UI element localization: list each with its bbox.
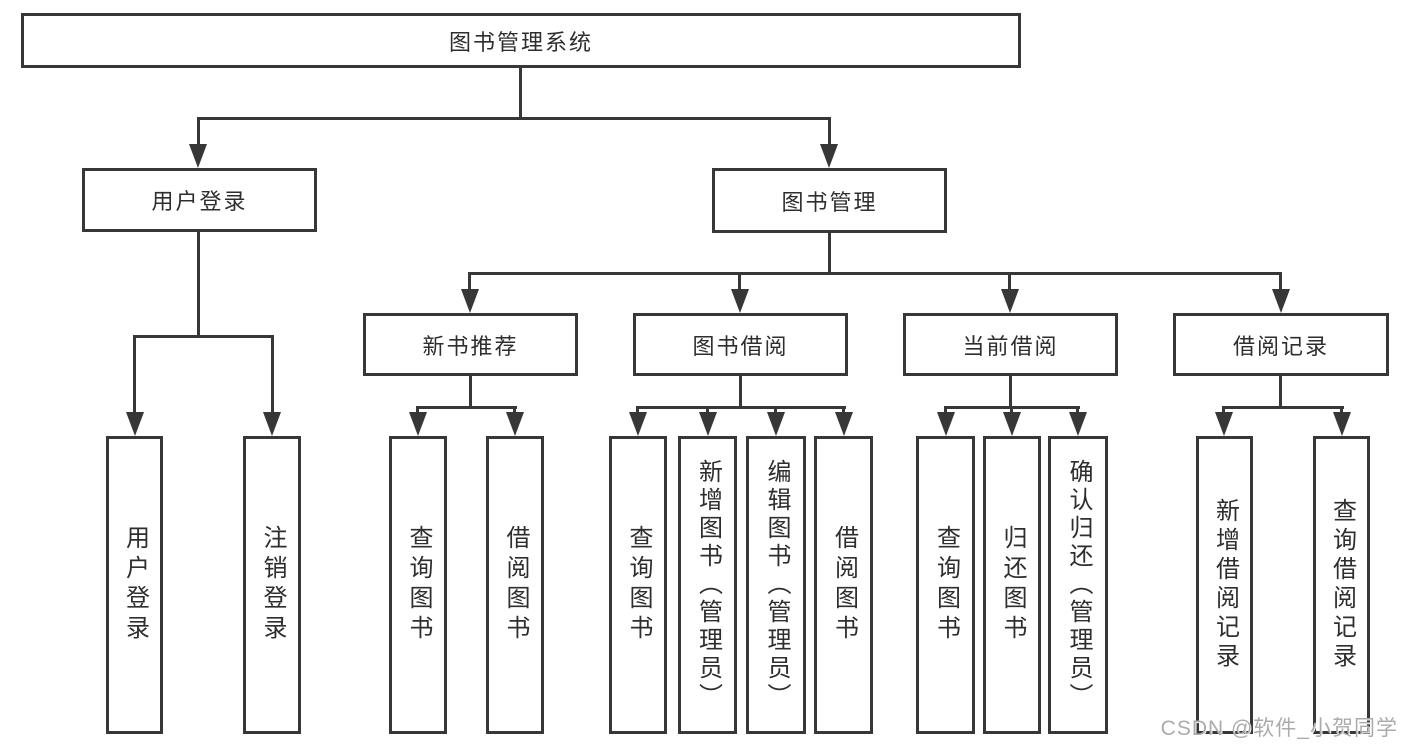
leaf-label: 确认归还（管理员）	[1065, 459, 1092, 711]
node-book-management-label: 图书管理	[781, 189, 878, 215]
arrow-down-icon	[820, 144, 838, 168]
leaf-label: 编辑图书（管理员）	[763, 459, 790, 711]
arrow-down-icon	[506, 412, 524, 436]
connector-drop-book-management	[828, 117, 831, 147]
leaf-label: 新增借阅记录	[1211, 498, 1239, 672]
leaf-query-borrow-record: 查询借阅记录	[1313, 436, 1370, 734]
leaf-user-login: 用户登录	[106, 436, 163, 734]
arrow-down-icon	[1215, 412, 1233, 436]
connector-book-management-stem	[828, 231, 831, 274]
connector-group-stem	[739, 373, 742, 408]
connector-group-rail	[636, 406, 846, 409]
leaf-logout-label: 注销登录	[259, 525, 286, 645]
arrow-down-icon	[461, 289, 479, 313]
arrow-down-icon	[767, 412, 785, 436]
connector-group-stem	[1279, 373, 1282, 408]
connector-drop-user-login	[197, 117, 200, 147]
node-new-book-recommend: 新书推荐	[363, 313, 578, 376]
connector-drop-group	[468, 272, 471, 292]
node-book-management: 图书管理	[712, 168, 947, 233]
arrow-down-icon	[629, 412, 647, 436]
leaf-add-books-admin: 新增图书（管理员）	[678, 436, 737, 734]
leaf-label: 查询图书	[932, 525, 960, 645]
arrow-down-icon	[409, 412, 427, 436]
node-library-system-label: 图书管理系统	[448, 29, 593, 55]
leaf-logout: 注销登录	[243, 436, 301, 734]
connector-drop-group	[1279, 272, 1282, 292]
arrow-down-icon	[937, 412, 955, 436]
leaf-borrow-books-recommend: 借阅图书	[486, 436, 544, 734]
leaf-label: 借阅图书	[830, 525, 858, 645]
connector-root-stem	[519, 66, 522, 119]
connector-drop-leaf	[133, 335, 136, 415]
connector-group-stem	[1009, 373, 1012, 408]
leaf-query-books-borrowing: 查询图书	[609, 436, 667, 734]
leaf-label: 归还图书	[999, 525, 1026, 645]
node-current-borrowing: 当前借阅	[903, 313, 1118, 376]
csdn-watermark: CSDN @软件_小贺同学	[1160, 717, 1398, 740]
leaf-user-login-label: 用户登录	[121, 525, 149, 645]
arrow-down-icon	[731, 289, 749, 313]
arrow-down-icon	[1003, 412, 1021, 436]
arrow-down-icon	[189, 144, 207, 168]
connector-group-rail	[416, 406, 517, 409]
leaf-borrow-books: 借阅图书	[814, 436, 873, 734]
leaf-label: 新增图书（管理员）	[694, 459, 722, 711]
connector-drop-leaf	[271, 335, 274, 415]
leaf-label: 查询图书	[625, 525, 652, 645]
connector-drop-group	[738, 272, 741, 292]
connector-user-login-rail	[133, 335, 274, 338]
connector-user-login-stem	[197, 230, 200, 337]
leaf-add-borrow-record: 新增借阅记录	[1196, 436, 1253, 734]
arrow-down-icon	[126, 412, 144, 436]
leaf-query-books-current: 查询图书	[916, 436, 975, 734]
node-borrowing-records-label: 借阅记录	[1232, 333, 1329, 359]
leaf-return-books: 归还图书	[983, 436, 1041, 734]
connector-group-rail	[1222, 406, 1344, 409]
arrow-down-icon	[835, 412, 853, 436]
arrow-down-icon	[263, 412, 281, 436]
node-borrowing-records: 借阅记录	[1173, 313, 1389, 376]
node-book-borrowing: 图书借阅	[633, 313, 848, 376]
leaf-label: 借阅图书	[502, 525, 529, 645]
connector-level3-rail	[468, 272, 1282, 275]
node-new-book-recommend-label: 新书推荐	[422, 333, 519, 359]
leaf-query-books-recommend: 查询图书	[389, 436, 447, 734]
node-book-borrowing-label: 图书借阅	[692, 333, 789, 359]
leaf-confirm-return-admin: 确认归还（管理员）	[1048, 436, 1108, 734]
node-user-login-label: 用户登录	[151, 189, 248, 214]
arrow-down-icon	[1333, 412, 1351, 436]
connector-level2-rail	[197, 117, 831, 120]
arrow-down-icon	[1001, 289, 1019, 313]
connector-drop-group	[1008, 272, 1011, 292]
node-user-login: 用户登录	[82, 168, 317, 232]
arrow-down-icon	[1069, 412, 1087, 436]
leaf-label: 查询图书	[405, 525, 432, 645]
leaf-label: 查询借阅记录	[1328, 498, 1356, 672]
leaf-edit-books-admin: 编辑图书（管理员）	[746, 436, 806, 734]
arrow-down-icon	[1272, 289, 1290, 313]
connector-group-stem	[469, 373, 472, 408]
node-library-system: 图书管理系统	[21, 13, 1021, 68]
node-current-borrowing-label: 当前借阅	[962, 333, 1059, 359]
arrow-down-icon	[699, 412, 717, 436]
